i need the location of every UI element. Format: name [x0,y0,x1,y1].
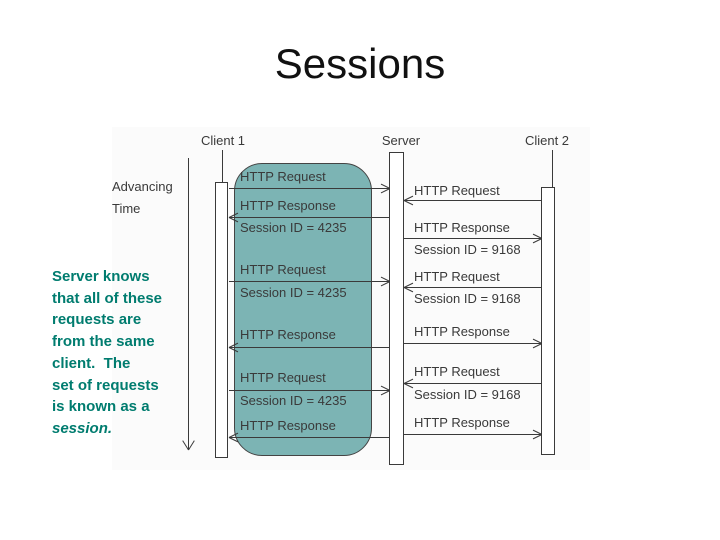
note-line: session. [52,419,113,437]
message-arrow-right-icon [229,281,390,282]
message-label: HTTP Response [414,415,510,430]
message-arrow-right-icon [229,188,390,189]
advancing-time-label: Advancing Time [112,179,173,216]
note-line: from the same [52,333,155,351]
message-arrow-left-icon [404,200,542,201]
message-label: HTTP Response [240,198,336,213]
message-label: HTTP Request [240,169,326,184]
message-label: HTTP Request [414,183,500,198]
message-label: HTTP Request [414,364,500,379]
note-line: requests are [52,311,142,329]
note-line: is known as a [52,398,150,416]
message-session-id: Session ID = 9168 [414,242,521,257]
session-group-box [234,163,372,456]
note-line: that all of these [52,289,163,307]
message-label: HTTP Response [240,327,336,342]
message-arrow-right-icon [404,238,542,239]
note-line: Server knows [52,268,150,285]
activation-bar-client1 [215,182,228,458]
actor-label-server: Server [381,133,421,148]
message-label: HTTP Request [240,370,326,385]
message-session-id: Session ID = 4235 [240,220,347,235]
message-arrow-right-icon [404,343,542,344]
actor-label-client2: Client 2 [524,133,570,148]
message-session-id: Session ID = 9168 [414,387,521,402]
actor-label-client1: Client 1 [200,133,246,148]
lifeline-client1 [222,150,223,182]
message-session-id: Session ID = 4235 [240,285,347,300]
message-arrow-left-icon [229,347,390,348]
message-label: HTTP Response [414,324,510,339]
advancing-time-arrow-icon [188,158,189,450]
note-line: client. The [52,354,131,372]
message-arrow-left-icon [404,287,542,288]
session-note: Server knows that all of these requests … [52,266,188,440]
message-session-id: Session ID = 9168 [414,291,521,306]
message-label: HTTP Response [240,418,336,433]
slide-title: Sessions [274,40,446,87]
message-label: HTTP Response [414,220,510,235]
message-session-id: Session ID = 4235 [240,393,347,408]
message-arrow-right-icon [229,390,390,391]
message-arrow-right-icon [404,434,542,435]
activation-bar-server [389,152,404,465]
message-arrow-left-icon [404,383,542,384]
message-arrow-left-icon [229,437,390,438]
message-label: HTTP Request [414,269,500,284]
note-line: set of requests [52,376,159,394]
message-arrow-left-icon [229,217,390,218]
message-label: HTTP Request [240,262,326,277]
lifeline-client2 [552,150,553,187]
activation-bar-client2 [541,187,555,455]
